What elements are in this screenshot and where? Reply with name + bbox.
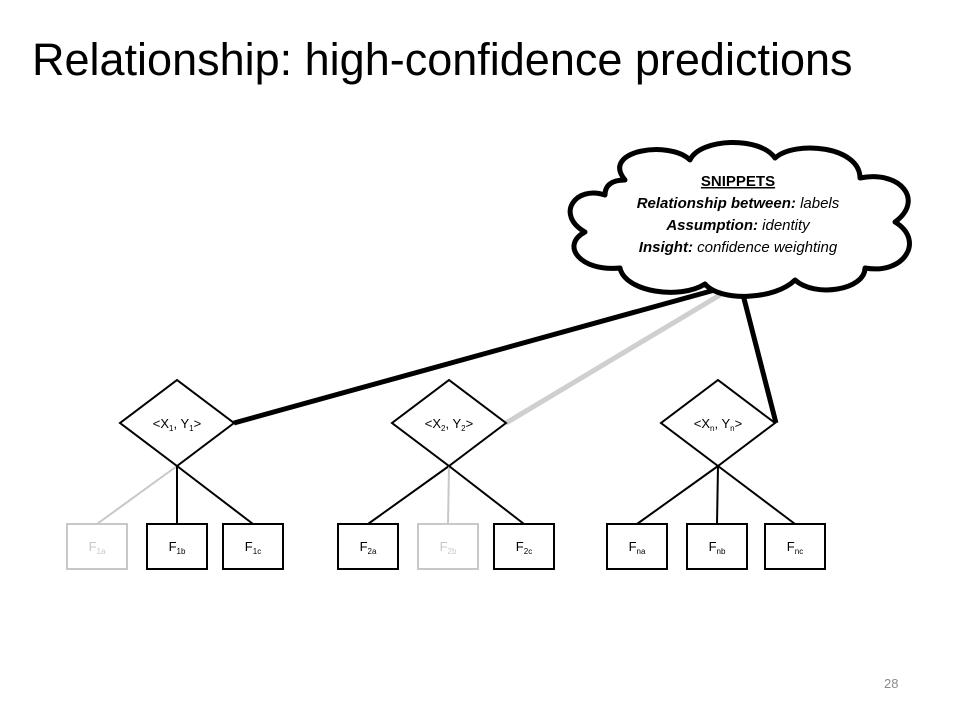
cloud-line-2: Assumption: identity [665, 217, 811, 234]
edge-1c [176, 465, 254, 525]
feature-box-2c: F2c [493, 523, 555, 570]
edges-group-1 [96, 465, 254, 525]
svg-text:Fnb: Fnb [709, 539, 726, 556]
edge-1a [96, 465, 178, 525]
edge-2a [367, 465, 450, 525]
edge-nc [717, 465, 796, 525]
diamond-2-label: <X2, Y2> [425, 416, 473, 433]
cloud-line-1-rest: labels [796, 195, 840, 212]
feature-box-1a: F1a [66, 523, 128, 570]
svg-text:F2b: F2b [440, 539, 457, 556]
cloud-line-3-rest: confidence weighting [693, 239, 838, 256]
svg-text:Fnc: Fnc [787, 539, 803, 556]
cloud-link-1 [233, 280, 741, 426]
svg-text:F1c: F1c [245, 539, 261, 556]
feature-box-na: Fna [606, 523, 668, 570]
svg-text:F2c: F2c [516, 539, 532, 556]
feature-box-nc: Fnc [764, 523, 826, 570]
edge-nb [716, 465, 719, 525]
svg-text:Fna: Fna [629, 539, 646, 556]
cloud-line-3: Insight: confidence weighting [639, 239, 838, 256]
edge-2c [448, 465, 525, 525]
snippets-cloud: SNIPPETS Relationship between: labels As… [567, 140, 912, 299]
svg-text:F1b: F1b [169, 539, 186, 556]
svg-text:F2a: F2a [360, 539, 377, 556]
feature-box-nb: Fnb [686, 523, 748, 570]
diamond-1: <X1, Y1> [118, 378, 236, 468]
edge-2b [447, 465, 450, 525]
edges-group-n [636, 465, 796, 525]
cloud-line-3-bold: Insight: [639, 239, 693, 256]
page-number: 28 [884, 676, 899, 691]
feature-box-2b: F2b [417, 523, 479, 570]
cloud-link-2 [504, 280, 742, 426]
feature-box-1b: F1b [146, 523, 208, 570]
svg-text:F1a: F1a [89, 539, 106, 556]
cloud-line-1-bold: Relationship between: [637, 195, 796, 212]
cloud-link-n [737, 282, 779, 424]
diamond-n: <Xn, Yn> [659, 378, 777, 468]
cloud-line-2-bold: Assumption: [665, 217, 758, 234]
edge-na [636, 465, 719, 525]
diamond-2: <X2, Y2> [390, 378, 508, 468]
edges-group-2 [367, 465, 525, 525]
cloud-line-1: Relationship between: labels [637, 195, 840, 212]
feature-box-1c: F1c [222, 523, 284, 570]
slide-title: Relationship: high-confidence prediction… [32, 34, 853, 85]
diamond-n-label: <Xn, Yn> [694, 416, 742, 433]
cloud-heading: SNIPPETS [701, 173, 775, 190]
feature-box-2a: F2a [337, 523, 399, 570]
diamond-1-label: <X1, Y1> [153, 416, 201, 433]
cloud-line-2-rest: identity [758, 217, 811, 234]
